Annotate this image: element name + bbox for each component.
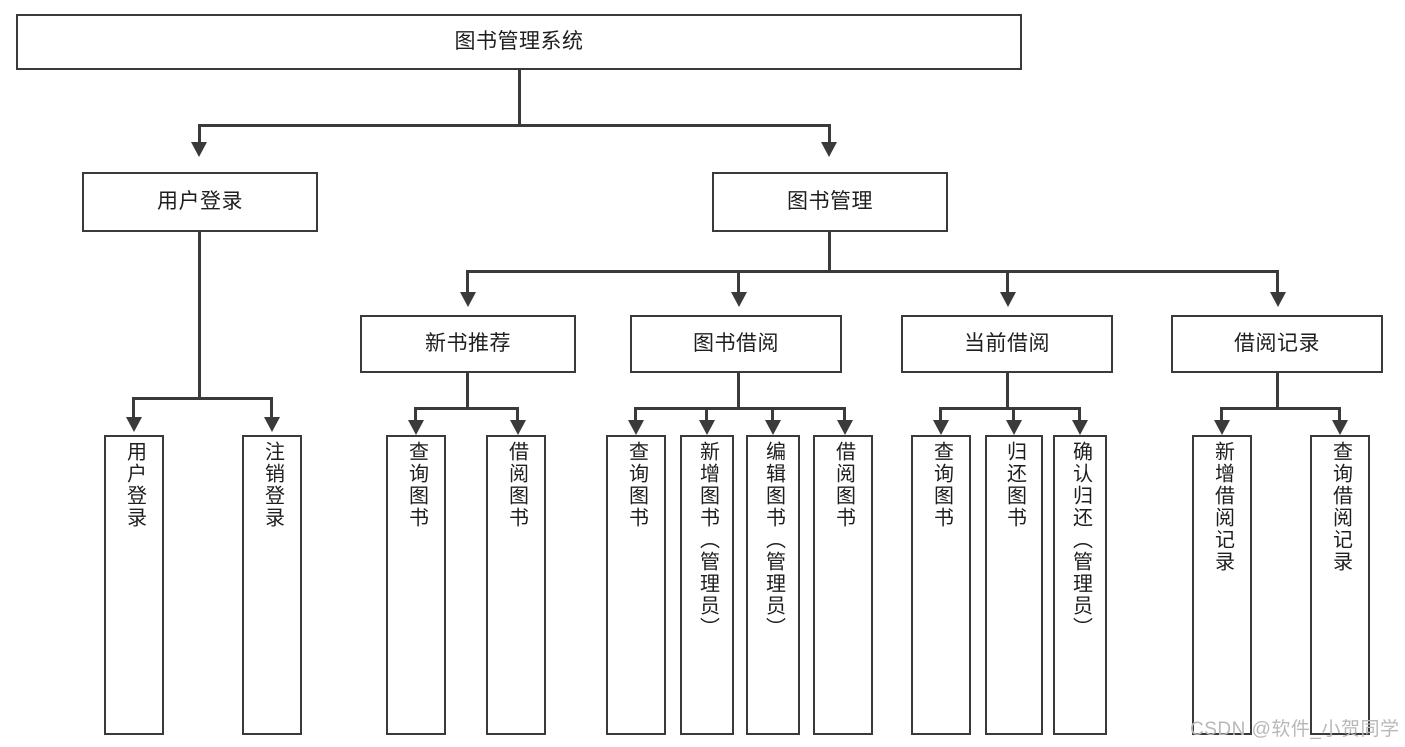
arrow-to-borrow-record bbox=[1270, 292, 1286, 307]
node-leaf-user-login-label: 用户登录 bbox=[123, 441, 146, 529]
node-leaf-user-logout[interactable]: 注销登录 bbox=[242, 435, 302, 735]
connector-root-stem bbox=[518, 70, 521, 124]
node-book-manage-label: 图书管理 bbox=[787, 190, 873, 214]
node-leaf-user-login[interactable]: 用户登录 bbox=[104, 435, 164, 735]
connector-root-to-book-manage bbox=[828, 124, 831, 144]
connector-book-borrow-drop-3 bbox=[771, 407, 774, 423]
node-leaf-borrow-book-1-label: 借阅图书 bbox=[505, 441, 528, 529]
connector-current-borrow-drop-1 bbox=[939, 407, 942, 423]
connector-borrow-record-drop-1 bbox=[1220, 407, 1223, 423]
node-book-manage[interactable]: 图书管理 bbox=[712, 172, 948, 232]
node-leaf-query-book-1-label: 查询图书 bbox=[405, 441, 428, 529]
node-leaf-add-record-label: 新增借阅记录 bbox=[1211, 441, 1234, 573]
arrow-to-leaf-query-record bbox=[1332, 420, 1348, 435]
arrow-to-leaf-query-book-2 bbox=[628, 420, 644, 435]
connector-book-manage-drop-4 bbox=[1276, 270, 1279, 294]
node-book-borrow-label: 图书借阅 bbox=[693, 332, 779, 356]
node-root[interactable]: 图书管理系统 bbox=[16, 14, 1022, 70]
node-leaf-query-book-3-label: 查询图书 bbox=[930, 441, 953, 529]
node-new-book-rec[interactable]: 新书推荐 bbox=[360, 315, 576, 373]
arrow-to-leaf-borrow-book-1 bbox=[510, 420, 526, 435]
connector-root-bus bbox=[198, 124, 831, 127]
connector-book-manage-bus bbox=[466, 270, 1278, 273]
node-leaf-borrow-book-2-label: 借阅图书 bbox=[832, 441, 855, 529]
connector-book-borrow-drop-4 bbox=[843, 407, 846, 423]
connector-root-to-user-login bbox=[198, 124, 201, 144]
arrow-to-leaf-add-book bbox=[699, 420, 715, 435]
arrow-root-to-user-login bbox=[191, 142, 207, 157]
node-leaf-query-record-label: 查询借阅记录 bbox=[1329, 441, 1352, 573]
node-leaf-query-record[interactable]: 查询借阅记录 bbox=[1310, 435, 1370, 735]
connector-user-login-drop-2 bbox=[270, 397, 273, 419]
arrow-to-leaf-borrow-book-2 bbox=[837, 420, 853, 435]
csdn-watermark: CSDN @软件_小贺同学 bbox=[1190, 719, 1400, 740]
connector-user-login-drop-1 bbox=[132, 397, 135, 419]
connector-current-borrow-stem bbox=[1006, 373, 1009, 407]
node-current-borrow[interactable]: 当前借阅 bbox=[901, 315, 1113, 373]
arrow-to-leaf-return-book bbox=[1006, 420, 1022, 435]
node-leaf-add-record[interactable]: 新增借阅记录 bbox=[1192, 435, 1252, 735]
connector-user-login-stem bbox=[198, 232, 201, 397]
connector-borrow-record-bus bbox=[1220, 407, 1341, 410]
arrow-to-leaf-confirm-return bbox=[1072, 420, 1088, 435]
node-leaf-query-book-2[interactable]: 查询图书 bbox=[606, 435, 666, 735]
connector-book-borrow-stem bbox=[737, 373, 740, 407]
node-leaf-query-book-1[interactable]: 查询图书 bbox=[386, 435, 446, 735]
connector-book-manage-stem bbox=[828, 232, 831, 270]
node-root-label: 图书管理系统 bbox=[454, 30, 584, 54]
connector-current-borrow-bus bbox=[939, 407, 1081, 410]
connector-current-borrow-drop-3 bbox=[1078, 407, 1081, 423]
arrow-to-current-borrow bbox=[1000, 292, 1016, 307]
arrow-to-book-borrow bbox=[731, 292, 747, 307]
node-book-borrow[interactable]: 图书借阅 bbox=[630, 315, 842, 373]
node-borrow-record-label: 借阅记录 bbox=[1234, 332, 1320, 356]
connector-book-manage-drop-2 bbox=[737, 270, 740, 294]
node-user-login[interactable]: 用户登录 bbox=[82, 172, 318, 232]
connector-borrow-record-stem bbox=[1276, 373, 1279, 407]
arrow-to-leaf-user-logout bbox=[264, 417, 280, 432]
connector-book-manage-drop-1 bbox=[466, 270, 469, 294]
node-leaf-user-logout-label: 注销登录 bbox=[261, 441, 284, 529]
node-leaf-return-book[interactable]: 归还图书 bbox=[985, 435, 1043, 735]
node-leaf-edit-book-label: 编辑图书（管理员） bbox=[762, 441, 785, 639]
connector-book-borrow-drop-2 bbox=[705, 407, 708, 423]
connector-book-manage-drop-3 bbox=[1006, 270, 1009, 294]
arrow-to-new-book-rec bbox=[460, 292, 476, 307]
node-leaf-borrow-book-2[interactable]: 借阅图书 bbox=[813, 435, 873, 735]
node-leaf-borrow-book-1[interactable]: 借阅图书 bbox=[486, 435, 546, 735]
node-leaf-add-book[interactable]: 新增图书（管理员） bbox=[680, 435, 734, 735]
node-leaf-confirm-return[interactable]: 确认归还（管理员） bbox=[1053, 435, 1107, 735]
arrow-to-leaf-query-book-1 bbox=[408, 420, 424, 435]
node-leaf-query-book-3[interactable]: 查询图书 bbox=[911, 435, 971, 735]
node-leaf-return-book-label: 归还图书 bbox=[1003, 441, 1026, 529]
node-user-login-label: 用户登录 bbox=[157, 190, 243, 214]
node-leaf-query-book-2-label: 查询图书 bbox=[625, 441, 648, 529]
connector-borrow-record-drop-2 bbox=[1338, 407, 1341, 423]
connector-user-login-bus bbox=[132, 397, 273, 400]
node-current-borrow-label: 当前借阅 bbox=[964, 332, 1050, 356]
arrow-to-leaf-user-login bbox=[126, 417, 142, 432]
node-borrow-record[interactable]: 借阅记录 bbox=[1171, 315, 1383, 373]
connector-book-borrow-bus bbox=[634, 407, 846, 410]
connector-book-borrow-drop-1 bbox=[634, 407, 637, 423]
connector-current-borrow-drop-2 bbox=[1012, 407, 1015, 423]
node-leaf-edit-book[interactable]: 编辑图书（管理员） bbox=[746, 435, 800, 735]
node-leaf-confirm-return-label: 确认归还（管理员） bbox=[1069, 441, 1092, 639]
arrow-to-leaf-add-record bbox=[1214, 420, 1230, 435]
arrow-to-leaf-query-book-3 bbox=[933, 420, 949, 435]
connector-new-book-rec-stem bbox=[466, 373, 469, 407]
connector-new-book-rec-drop-2 bbox=[516, 407, 519, 423]
arrow-to-leaf-edit-book bbox=[765, 420, 781, 435]
node-leaf-add-book-label: 新增图书（管理员） bbox=[696, 441, 719, 639]
node-new-book-rec-label: 新书推荐 bbox=[425, 332, 511, 356]
arrow-root-to-book-manage bbox=[821, 142, 837, 157]
connector-new-book-rec-drop-1 bbox=[414, 407, 417, 423]
connector-new-book-rec-bus bbox=[414, 407, 519, 410]
